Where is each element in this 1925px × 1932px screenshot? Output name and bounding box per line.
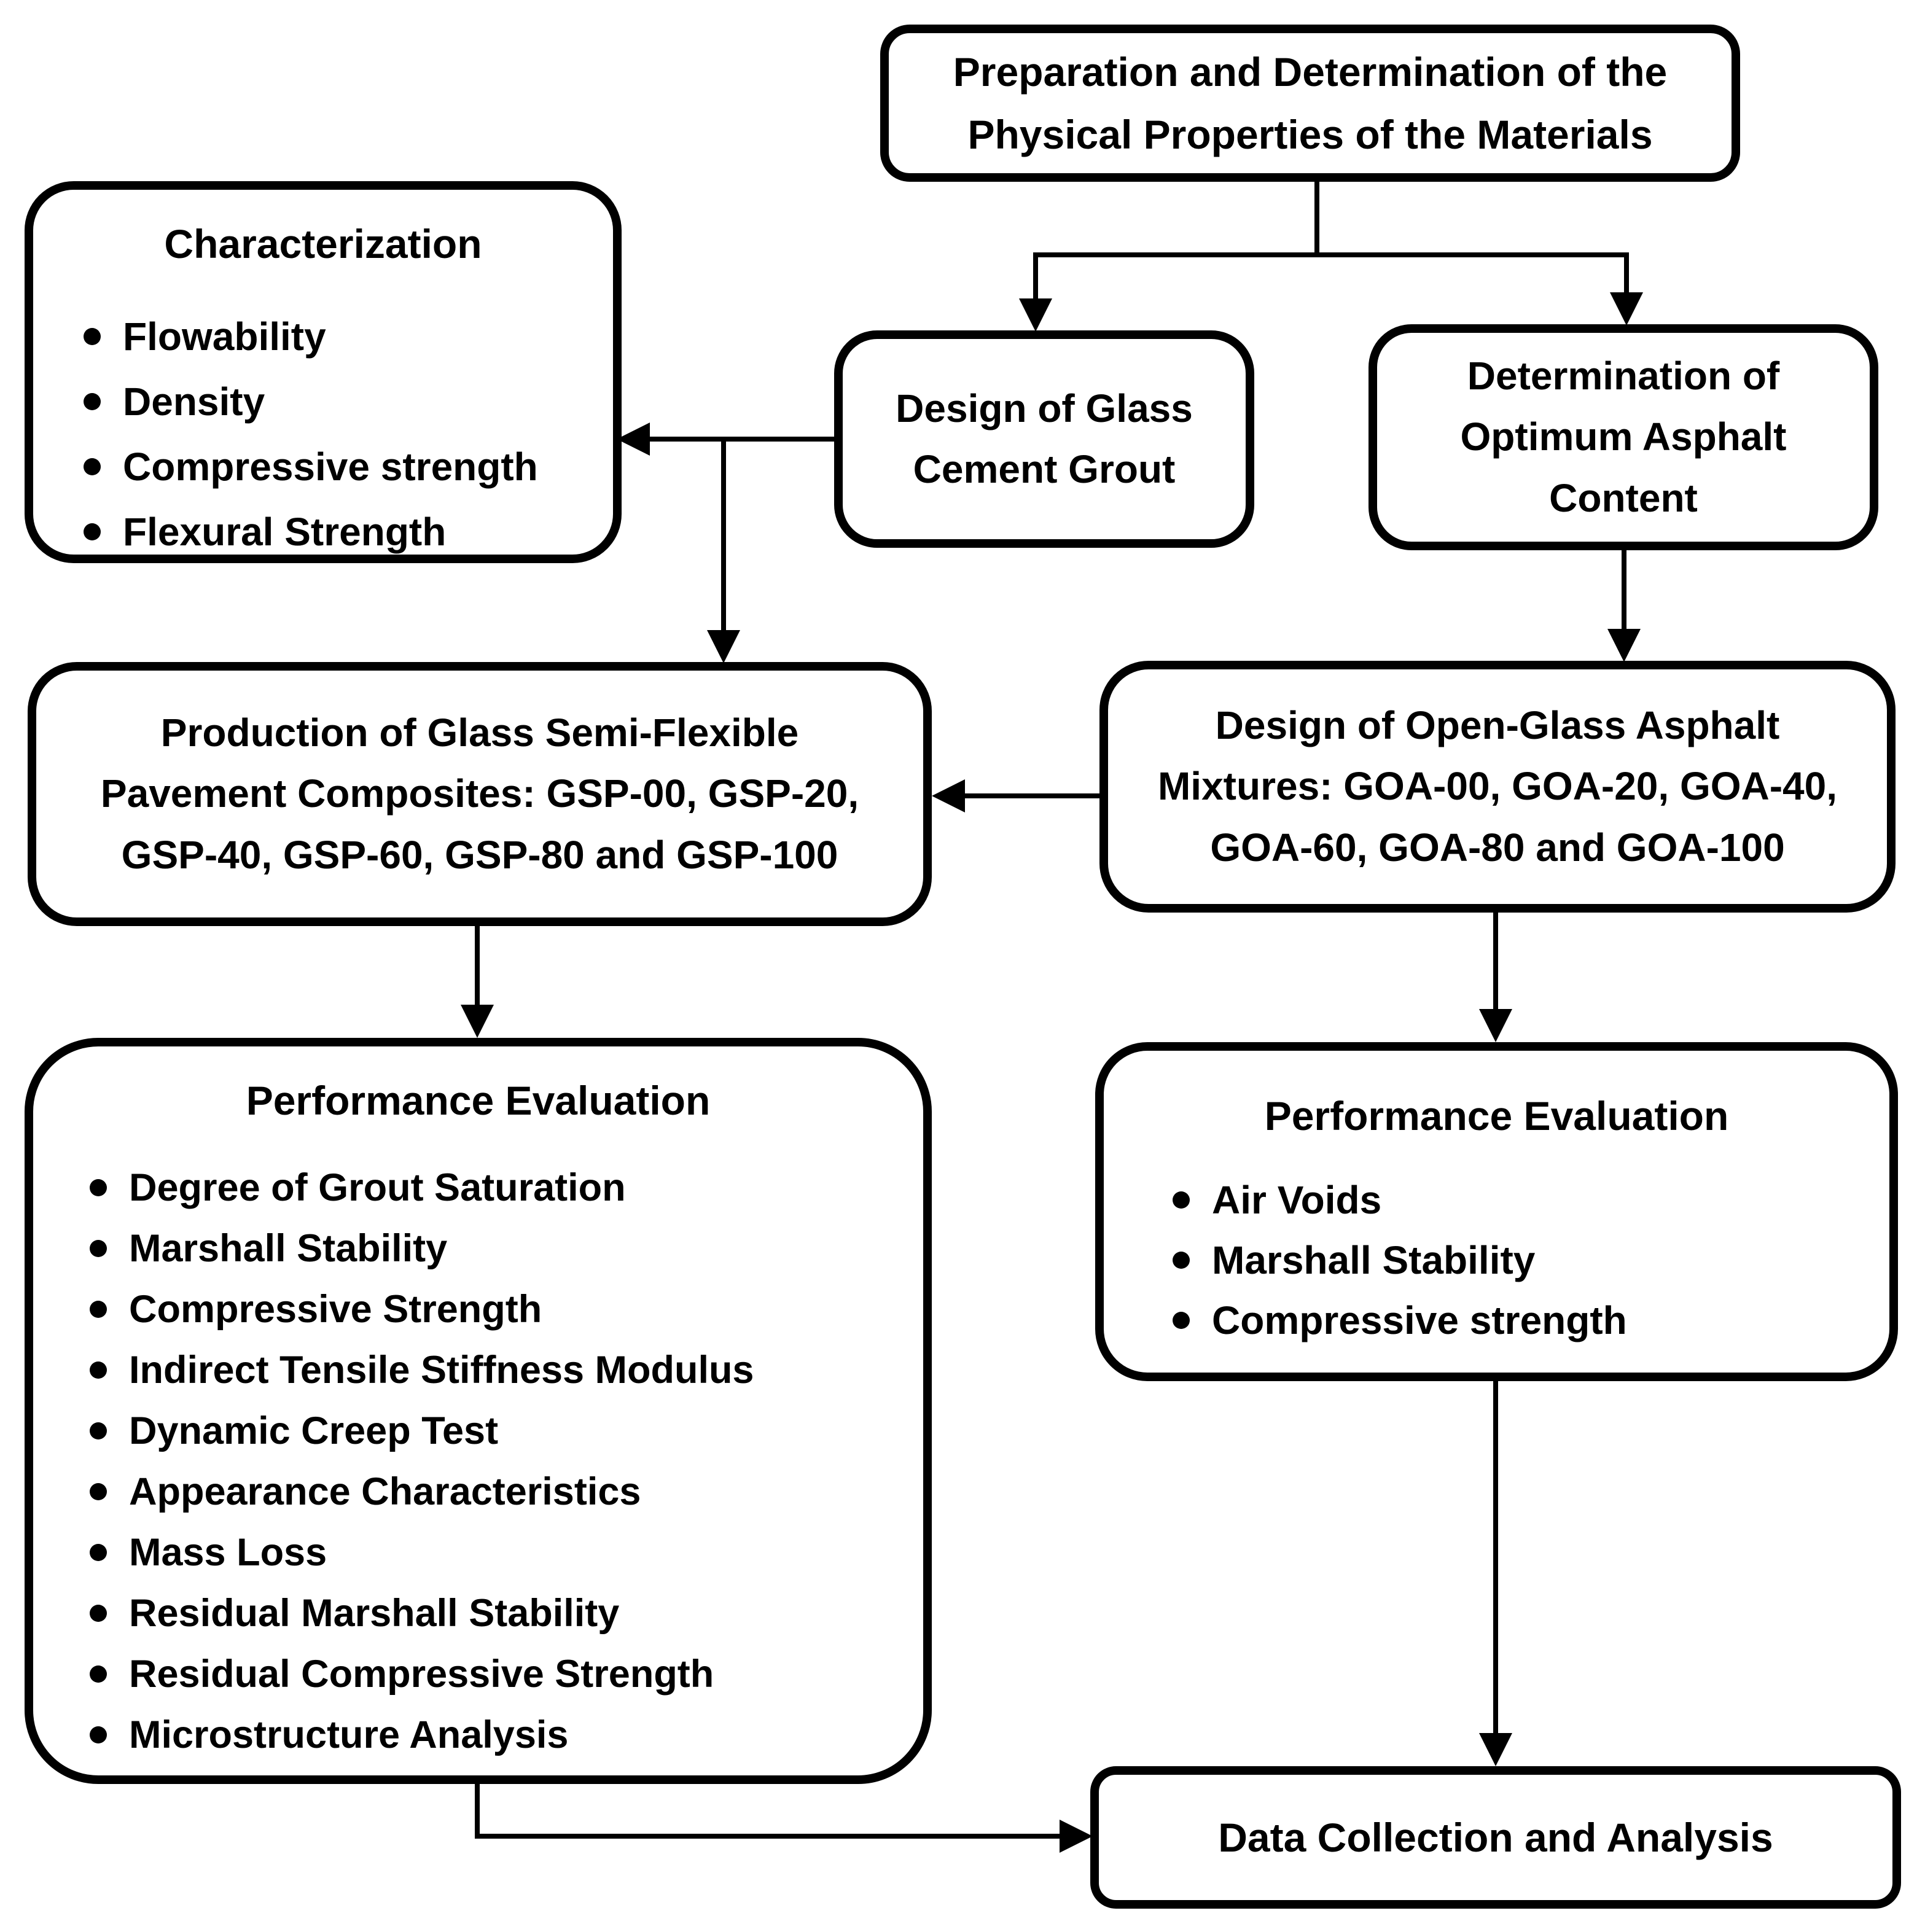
bullet-label: Flexural Strength bbox=[123, 510, 447, 554]
connector-performance-goa-to-data bbox=[1493, 1380, 1498, 1735]
bullet-label: Compressive Strength bbox=[129, 1287, 542, 1331]
bullet-dot-icon bbox=[90, 1604, 107, 1622]
bullet-label: Marshall Stability bbox=[129, 1226, 448, 1270]
node-characterization-title: Characterization bbox=[164, 221, 482, 267]
bullet-dot-icon bbox=[1173, 1252, 1190, 1269]
performance-gsp-bullet-list: Degree of Grout Saturation Marshall Stab… bbox=[33, 1157, 923, 1765]
list-item: Compressive strength bbox=[84, 434, 613, 499]
bullet-label: Residual Marshall Stability bbox=[129, 1591, 620, 1635]
bullet-label: Microstructure Analysis bbox=[129, 1713, 569, 1756]
bullet-label: Flowability bbox=[123, 314, 326, 359]
bullet-dot-icon bbox=[90, 1422, 107, 1439]
arrowhead-down-icon bbox=[1019, 298, 1052, 332]
list-item: Marshall Stability bbox=[1173, 1230, 1889, 1290]
list-item: Density bbox=[84, 369, 613, 434]
bullet-dot-icon bbox=[90, 1726, 107, 1743]
bullet-dot-icon bbox=[84, 393, 101, 410]
bullet-label: Degree of Grout Saturation bbox=[129, 1166, 626, 1209]
bullet-dot-icon bbox=[84, 523, 101, 540]
node-design-goa-box: Design of Open-Glass Asphalt Mixtures: G… bbox=[1099, 661, 1896, 913]
connector-split-to-design-grout bbox=[1033, 252, 1038, 302]
bullet-dot-icon bbox=[84, 458, 101, 475]
node-design-goa-title: Design of Open-Glass Asphalt Mixtures: G… bbox=[1157, 703, 1838, 870]
node-data-collection-box: Data Collection and Analysis bbox=[1090, 1766, 1901, 1909]
node-determination-box: Determination of Optimum Asphalt Content bbox=[1369, 324, 1878, 550]
bullet-dot-icon bbox=[84, 328, 101, 345]
bullet-label: Air Voids bbox=[1212, 1178, 1382, 1222]
connector-split-to-determination bbox=[1624, 252, 1629, 293]
connector-performance-gsp-down bbox=[475, 1783, 480, 1839]
arrowhead-right-icon bbox=[1060, 1820, 1093, 1853]
node-design-grout-box: Design of Glass Cement Grout bbox=[834, 330, 1254, 548]
performance-goa-bullet-list: Air Voids Marshall Stability Compressive… bbox=[1104, 1170, 1889, 1350]
list-item: Residual Compressive Strength bbox=[90, 1643, 923, 1704]
node-production-gsp-title: Production of Glass Semi-Flexible Paveme… bbox=[100, 711, 859, 877]
list-item: Flowability bbox=[84, 304, 613, 369]
node-performance-gsp-box: Performance Evaluation Degree of Grout S… bbox=[25, 1038, 932, 1784]
connector-gsp-to-performance bbox=[475, 925, 480, 1007]
node-characterization-box: Characterization Flowability Density Com… bbox=[25, 181, 622, 563]
arrowhead-down-icon bbox=[1610, 292, 1643, 325]
list-item: Dynamic Creep Test bbox=[90, 1400, 923, 1461]
arrowhead-left-icon bbox=[617, 423, 650, 456]
bullet-dot-icon bbox=[90, 1300, 107, 1318]
bullet-dot-icon bbox=[90, 1482, 107, 1500]
connector-goa-to-performance bbox=[1493, 911, 1498, 1011]
bullet-label: Compressive strength bbox=[1212, 1298, 1627, 1342]
node-preparation-title: Preparation and Determination of the Phy… bbox=[953, 49, 1668, 157]
bullet-label: Appearance Characteristics bbox=[129, 1470, 641, 1513]
connector-performance-gsp-to-data bbox=[475, 1834, 1062, 1839]
bullet-label: Dynamic Creep Test bbox=[129, 1409, 499, 1452]
connector-determination-to-design-goa bbox=[1622, 549, 1626, 633]
bullet-dot-icon bbox=[90, 1178, 107, 1196]
bullet-label: Compressive strength bbox=[123, 445, 538, 489]
connector-grout-to-characterization bbox=[646, 437, 837, 442]
connector-split-bar bbox=[1033, 252, 1629, 257]
bullet-dot-icon bbox=[90, 1543, 107, 1561]
bullet-dot-icon bbox=[90, 1361, 107, 1379]
bullet-label: Density bbox=[123, 380, 265, 424]
list-item: Microstructure Analysis bbox=[90, 1704, 923, 1765]
characterization-bullet-list: Flowability Density Compressive strength… bbox=[33, 304, 613, 564]
node-data-collection-title: Data Collection and Analysis bbox=[1218, 1814, 1773, 1860]
list-item: Flexural Strength bbox=[84, 499, 613, 564]
bullet-dot-icon bbox=[90, 1665, 107, 1683]
list-item: Air Voids bbox=[1173, 1170, 1889, 1230]
list-item: Appearance Characteristics bbox=[90, 1461, 923, 1522]
node-performance-goa-title: Performance Evaluation bbox=[1264, 1093, 1729, 1139]
bullet-dot-icon bbox=[90, 1239, 107, 1257]
node-performance-gsp-title: Performance Evaluation bbox=[246, 1078, 711, 1123]
node-preparation-box: Preparation and Determination of the Phy… bbox=[880, 25, 1740, 182]
connector-goa-to-production-gsp bbox=[962, 793, 1101, 798]
list-item: Indirect Tensile Stiffness Modulus bbox=[90, 1339, 923, 1400]
bullet-dot-icon bbox=[1173, 1312, 1190, 1329]
list-item: Degree of Grout Saturation bbox=[90, 1157, 923, 1218]
arrowhead-down-icon bbox=[1479, 1733, 1512, 1766]
list-item: Compressive strength bbox=[1173, 1290, 1889, 1350]
arrowhead-down-icon bbox=[1479, 1009, 1512, 1042]
list-item: Residual Marshall Stability bbox=[90, 1583, 923, 1643]
node-determination-title: Determination of Optimum Asphalt Content bbox=[1460, 354, 1787, 520]
node-performance-goa-box: Performance Evaluation Air Voids Marshal… bbox=[1095, 1042, 1898, 1381]
connector-preparation-stem bbox=[1314, 180, 1319, 257]
bullet-label: Marshall Stability bbox=[1212, 1238, 1536, 1282]
arrowhead-down-icon bbox=[461, 1005, 494, 1038]
bullet-label: Mass Loss bbox=[129, 1530, 327, 1574]
arrowhead-left-icon bbox=[932, 779, 965, 812]
arrowhead-down-icon bbox=[707, 630, 740, 663]
arrowhead-down-icon bbox=[1607, 629, 1641, 662]
bullet-label: Indirect Tensile Stiffness Modulus bbox=[129, 1348, 754, 1392]
list-item: Marshall Stability bbox=[90, 1218, 923, 1279]
list-item: Mass Loss bbox=[90, 1522, 923, 1583]
connector-grout-to-production-gsp bbox=[721, 437, 726, 632]
list-item: Compressive Strength bbox=[90, 1279, 923, 1339]
node-production-gsp-box: Production of Glass Semi-Flexible Paveme… bbox=[28, 662, 932, 926]
bullet-label: Residual Compressive Strength bbox=[129, 1652, 714, 1696]
bullet-dot-icon bbox=[1173, 1191, 1190, 1209]
node-design-grout-title: Design of Glass Cement Grout bbox=[896, 386, 1193, 491]
